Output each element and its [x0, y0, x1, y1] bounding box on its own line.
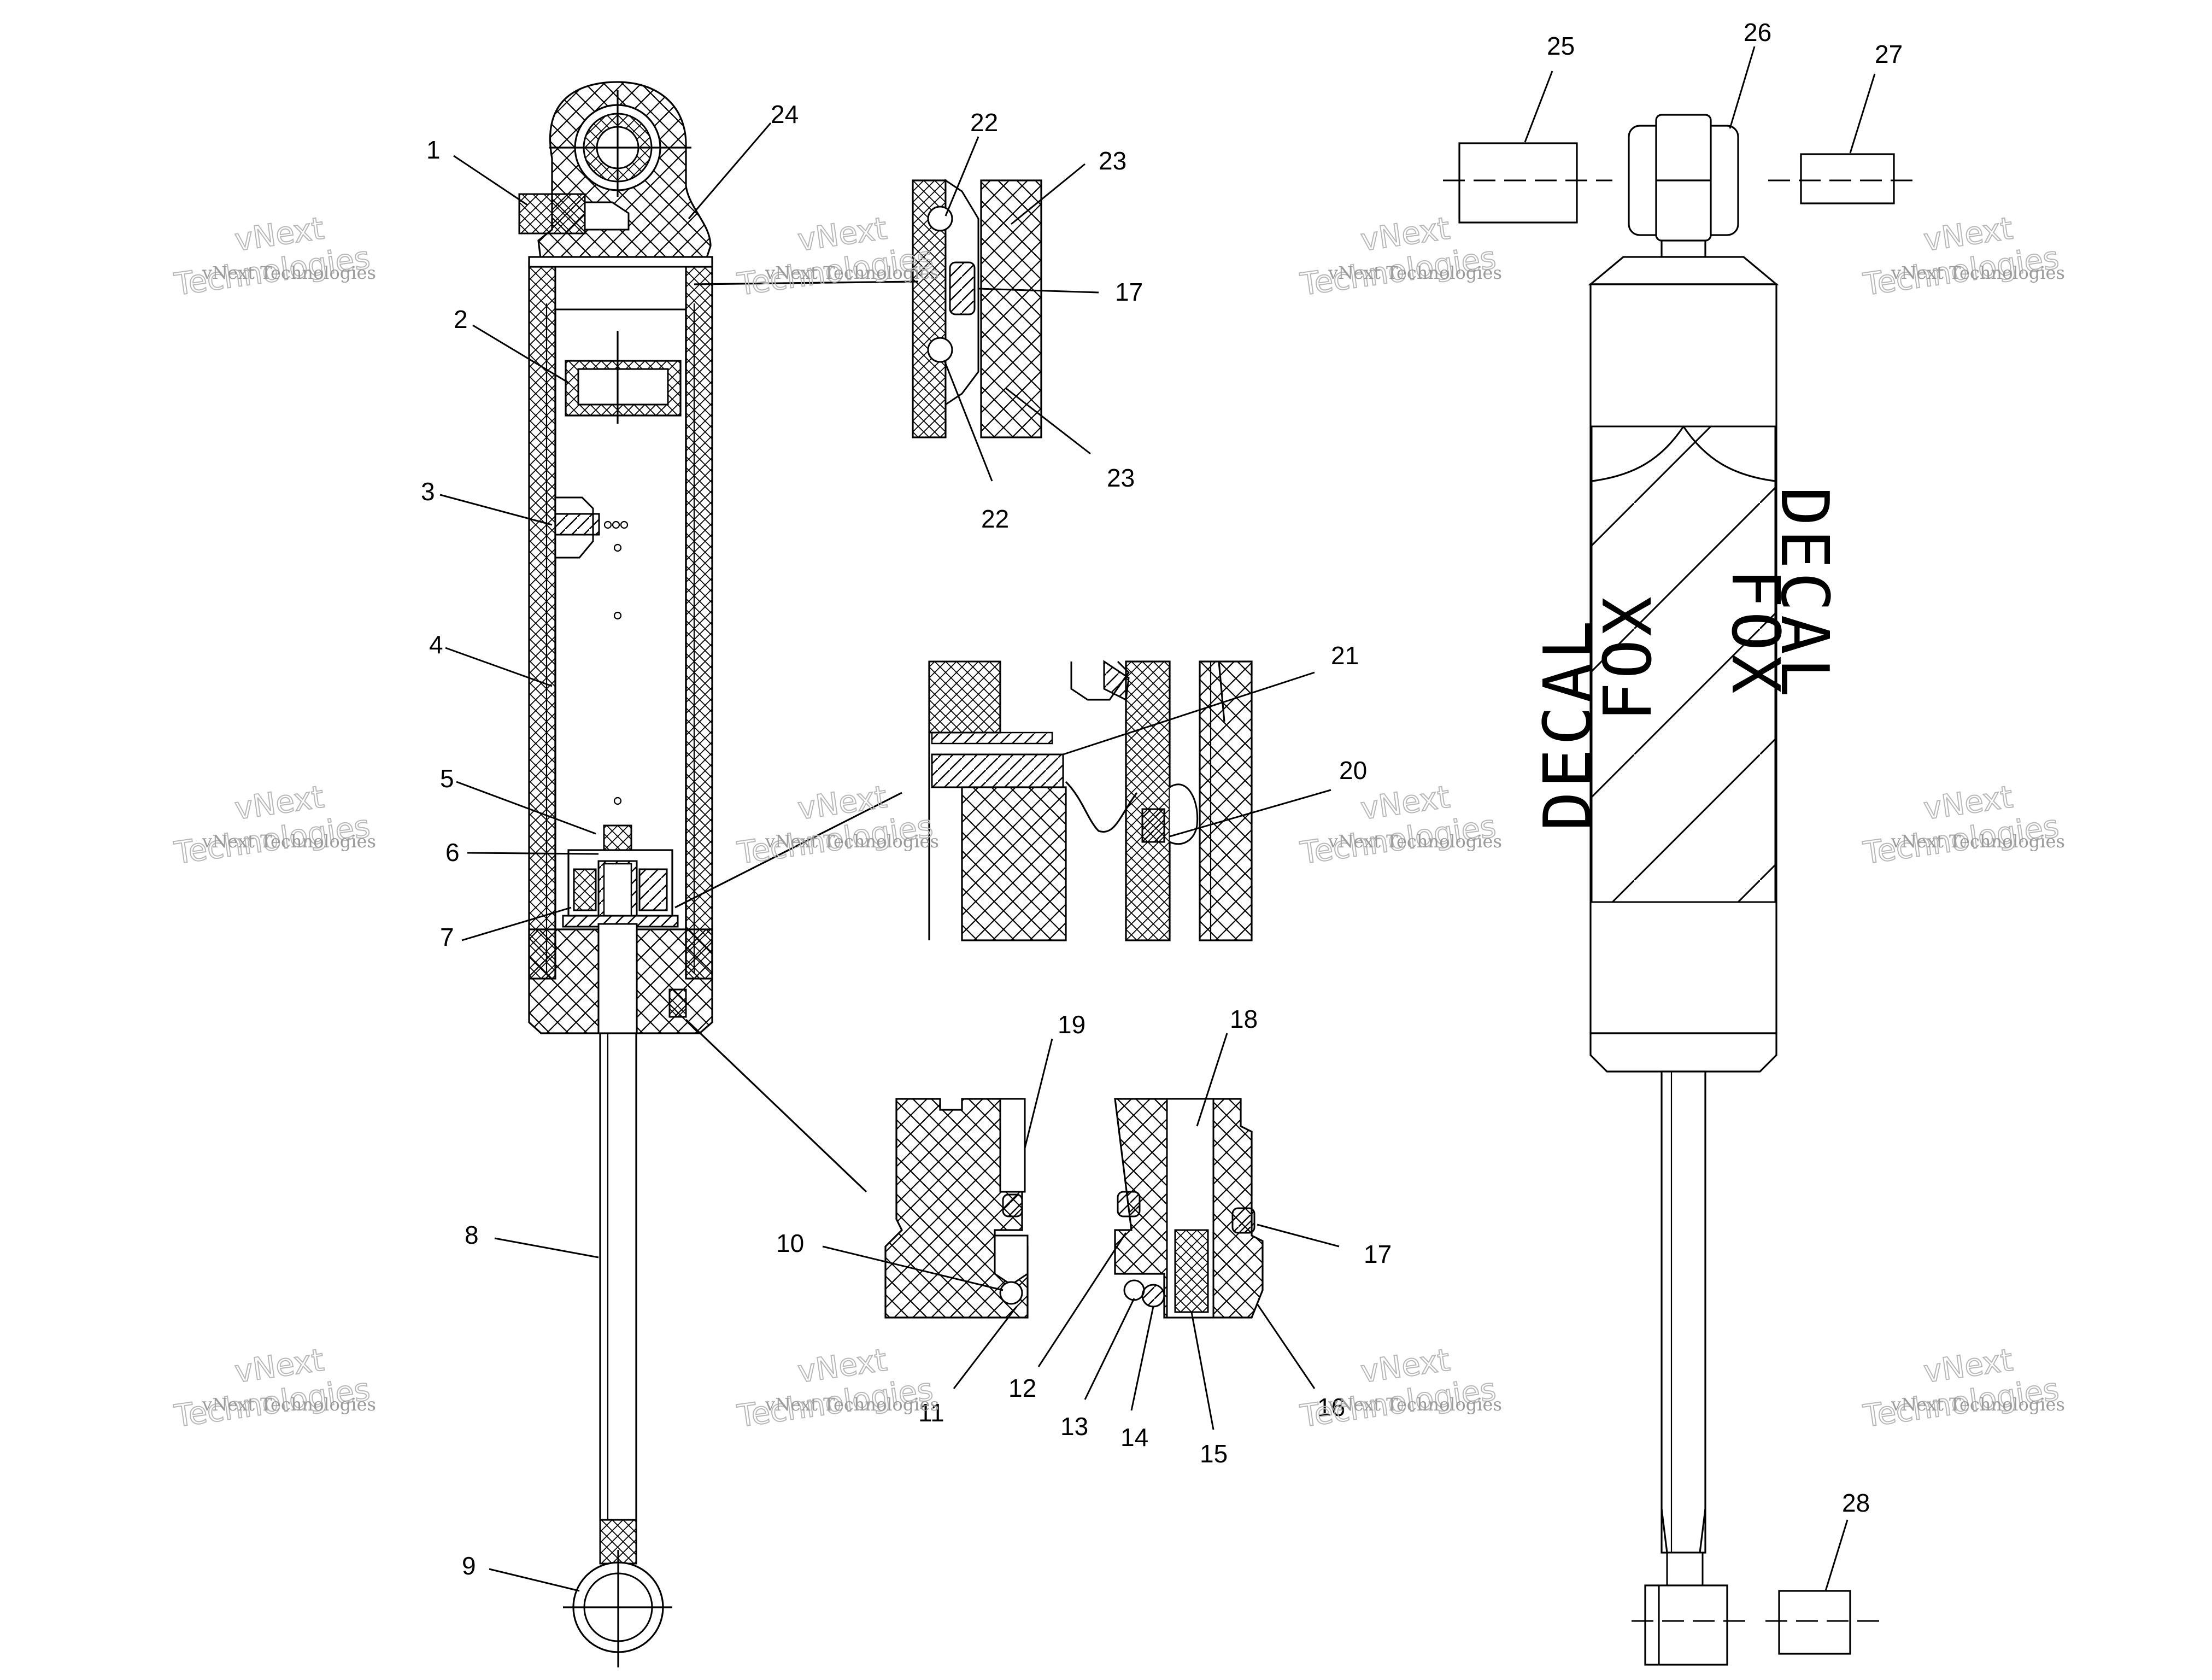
detail-piston-edge	[928, 660, 1253, 941]
zoom-line-mid	[674, 792, 902, 909]
leader-lines	[439, 46, 1876, 1592]
detail-seal-head-left	[884, 1098, 1029, 1319]
watermark-text: vNext Technologies	[765, 831, 939, 852]
watermark-text: vNext Technologies	[1328, 262, 1502, 283]
bushing-25	[1443, 142, 1612, 224]
callout-12: 12	[1008, 1374, 1036, 1402]
callout-4: 4	[429, 630, 443, 659]
callout-20: 20	[1339, 756, 1367, 785]
decal-text-fox-1: FOX	[1717, 569, 1793, 697]
callout-6: 6	[445, 838, 460, 867]
watermark-text: vNext Technologies	[202, 1394, 376, 1415]
zoom-line-bottom	[685, 1018, 867, 1193]
decal-text-decal-1: DECAL	[1766, 487, 1842, 700]
callout-26: 26	[1744, 18, 1771, 46]
callout-22-top: 22	[970, 108, 998, 137]
callout-21: 21	[1331, 641, 1359, 670]
callout-3: 3	[421, 477, 435, 506]
detail-top-seal	[912, 179, 1042, 438]
callout-9: 9	[462, 1552, 476, 1580]
callout-10: 10	[776, 1229, 804, 1257]
callout-11: 11	[918, 1398, 944, 1427]
decal-text-decal-2: DECAL	[1530, 617, 1606, 831]
watermark-text: vNext Technologies	[202, 831, 376, 852]
callout-14: 14	[1120, 1423, 1148, 1451]
watermark-text: vNext Technologies	[1328, 1394, 1502, 1415]
callout-16: 16	[1317, 1393, 1345, 1421]
callout-18: 18	[1230, 1005, 1258, 1033]
callout-19: 19	[1058, 1010, 1086, 1039]
watermark-text: vNext Technologies	[1891, 262, 2065, 283]
callout-13: 13	[1060, 1412, 1088, 1441]
callout-15: 15	[1200, 1439, 1228, 1468]
watermark-text: vNext Technologies	[1891, 1394, 2065, 1415]
fox-decal: FOX DECAL FOX DECAL	[1530, 425, 1842, 903]
callout-22-bottom: 22	[981, 505, 1009, 533]
bushing-27	[1768, 153, 1913, 204]
callout-labels: 1 2 3 4 5 6 7 8 9 10 11 12 13 14 15 16 1…	[421, 18, 1903, 1580]
decal-text-fox-2: FOX	[1591, 593, 1667, 722]
zoom-line-top	[694, 280, 919, 285]
callout-17-upper: 17	[1115, 278, 1143, 306]
watermark-text: vNext Technologies	[765, 262, 939, 283]
bushing-28	[1765, 1590, 1880, 1655]
exterior-shock-assembly: FOX DECAL FOX DECAL	[1530, 114, 1842, 1666]
callout-27: 27	[1875, 40, 1903, 68]
callout-28: 28	[1842, 1489, 1870, 1517]
callout-17-lower: 17	[1364, 1240, 1392, 1268]
callout-1: 1	[426, 136, 441, 164]
callout-8: 8	[465, 1221, 479, 1249]
shaft	[599, 1032, 637, 1565]
watermark-text: vNext Technologies	[202, 262, 376, 283]
shock-body	[528, 256, 713, 1034]
callout-5: 5	[440, 764, 454, 793]
watermark-text: vNext Technologies	[1328, 831, 1502, 852]
callout-2: 2	[454, 305, 468, 333]
callout-23-top: 23	[1099, 147, 1126, 175]
callout-24: 24	[771, 100, 799, 128]
sectioned-shock-assembly	[518, 81, 713, 1667]
watermark-text: vNext Technologies	[765, 1394, 939, 1415]
bottom-eye-mount	[563, 1550, 672, 1667]
top-eye-mount	[518, 81, 712, 264]
callout-25: 25	[1547, 32, 1575, 60]
callout-7: 7	[440, 923, 454, 951]
detail-seal-head-right	[1114, 1098, 1264, 1319]
watermark-text: vNext Technologies	[1891, 831, 2065, 852]
callout-23-bottom: 23	[1107, 464, 1135, 492]
